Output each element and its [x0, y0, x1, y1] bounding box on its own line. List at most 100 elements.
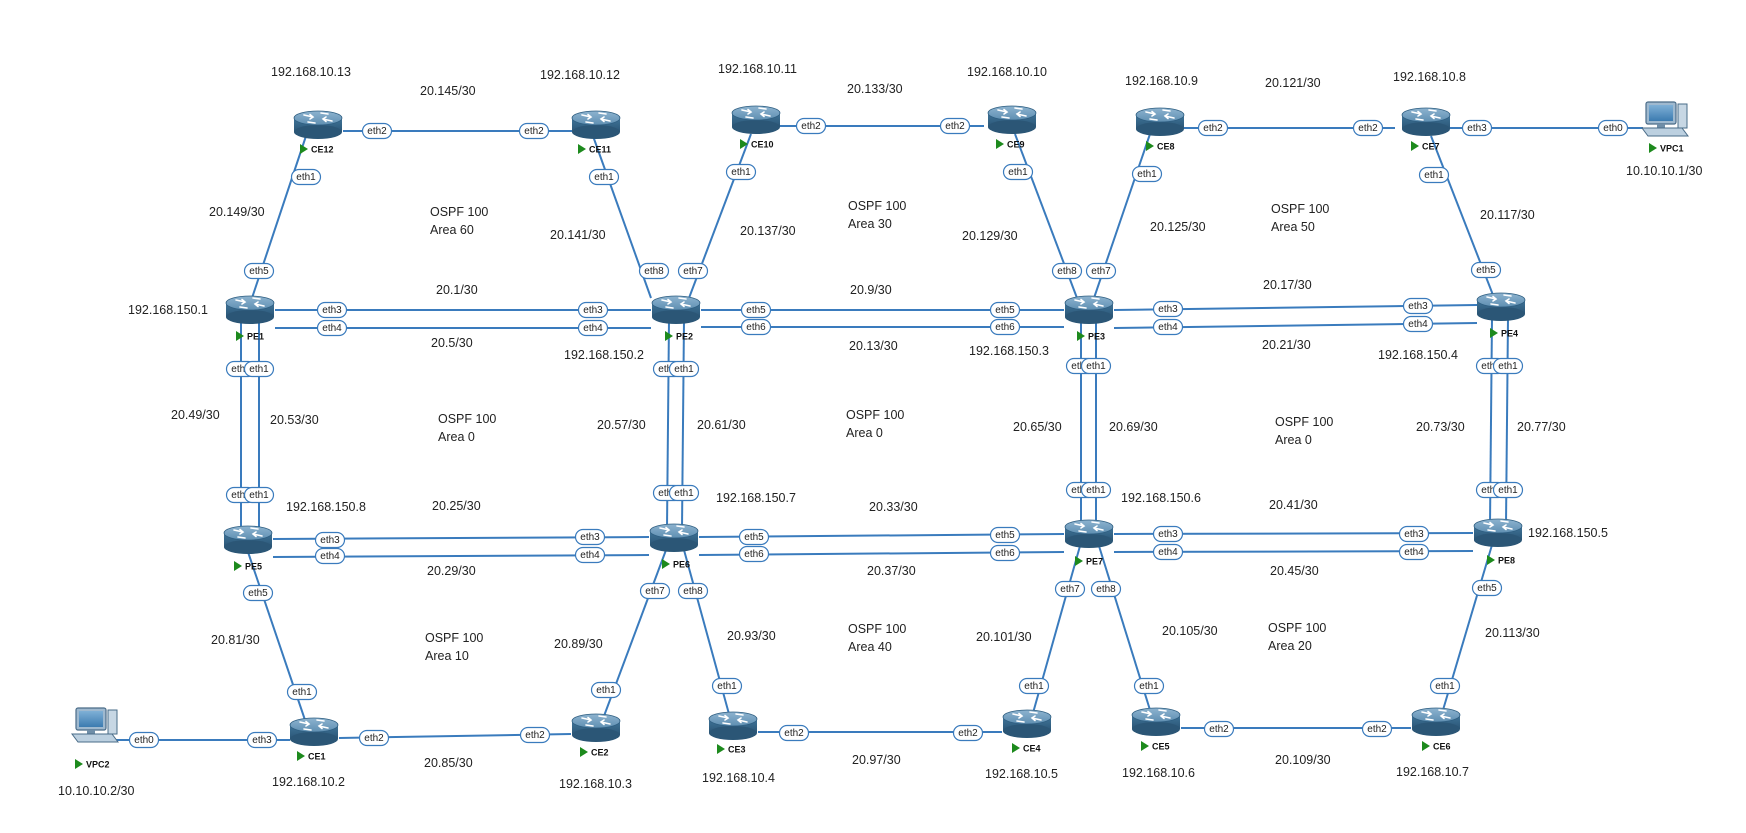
- router-icon-pe3[interactable]: [1064, 295, 1114, 324]
- subnet-label: 20.133/30: [847, 82, 903, 96]
- svg-text:eth2: eth2: [525, 730, 545, 741]
- node-name-ce3: CE3: [728, 745, 746, 755]
- svg-text:eth7: eth7: [645, 586, 665, 597]
- play-icon: [1490, 328, 1498, 338]
- router-icon-ce1[interactable]: [289, 717, 339, 746]
- svg-text:eth1: eth1: [1498, 361, 1518, 372]
- port-pe7-eth6: eth6: [989, 544, 1021, 562]
- subnet-label: 20.113/30: [1485, 626, 1540, 640]
- router-icon-ce2[interactable]: [571, 713, 621, 742]
- router-icon-pe1[interactable]: [225, 295, 275, 324]
- port-pe6-eth4: eth4: [574, 546, 606, 564]
- port-ce7-eth2: eth2: [1352, 119, 1384, 137]
- svg-text:eth3: eth3: [1408, 301, 1428, 312]
- port-pe5-eth5: eth5: [242, 584, 274, 602]
- play-icon: [1075, 556, 1083, 566]
- subnet-label: 20.125/30: [1150, 220, 1206, 234]
- router-icon-ce4[interactable]: [1002, 709, 1052, 738]
- svg-text:eth3: eth3: [580, 532, 600, 543]
- svg-text:eth0: eth0: [1603, 123, 1623, 134]
- router-icon-ce6[interactable]: [1411, 707, 1461, 736]
- subnet-label: 20.5/30: [431, 336, 473, 350]
- node-name-ce8: CE8: [1157, 142, 1175, 152]
- svg-text:eth7: eth7: [683, 266, 703, 277]
- svg-text:eth6: eth6: [995, 548, 1015, 559]
- pc-icon-vpc1[interactable]: [1641, 101, 1689, 137]
- router-icon-ce5[interactable]: [1131, 707, 1181, 736]
- play-icon: [740, 139, 748, 149]
- ospf-area-label: Area 0: [438, 430, 475, 444]
- ospf-area-label: Area 30: [848, 217, 892, 231]
- router-icon-ce11[interactable]: [571, 110, 621, 139]
- ospf-area-label: Area 40: [848, 640, 892, 654]
- node-ip-pe3: 192.168.150.3: [969, 344, 1049, 358]
- svg-text:eth2: eth2: [945, 121, 965, 132]
- svg-text:eth8: eth8: [1057, 266, 1077, 277]
- port-pe6-eth1: eth1: [668, 484, 700, 502]
- pc-icon-vpc2[interactable]: [71, 707, 119, 743]
- play-icon: [1077, 331, 1085, 341]
- router-icon-pe7[interactable]: [1064, 519, 1114, 548]
- play-icon: [1422, 741, 1430, 751]
- subnet-label: 20.121/30: [1265, 76, 1321, 90]
- router-icon-ce10[interactable]: [731, 105, 781, 134]
- subnet-label: 20.29/30: [427, 564, 476, 578]
- port-pe3-eth8: eth8: [1051, 262, 1083, 280]
- port-ce2-eth1: eth1: [590, 681, 622, 699]
- subnet-label: 20.53/30: [270, 413, 319, 427]
- subnet-label: 20.13/30: [849, 339, 898, 353]
- node-ip-ce5: 192.168.10.6: [1122, 766, 1195, 780]
- port-ce6-eth2: eth2: [1361, 720, 1393, 738]
- subnet-label: 20.69/30: [1109, 420, 1158, 434]
- router-icon-pe4[interactable]: [1476, 292, 1526, 321]
- svg-text:eth1: eth1: [1424, 170, 1444, 181]
- svg-text:eth6: eth6: [746, 322, 766, 333]
- node-ip-ce6: 192.168.10.7: [1396, 765, 1469, 779]
- svg-text:eth1: eth1: [249, 364, 269, 375]
- router-icon-pe5[interactable]: [223, 525, 273, 554]
- port-pe6-eth5: eth5: [738, 528, 770, 546]
- node-ip-ce1: 192.168.10.2: [272, 775, 345, 789]
- router-icon-ce9[interactable]: [987, 105, 1037, 134]
- router-icon-pe2[interactable]: [651, 295, 701, 324]
- play-icon: [717, 744, 725, 754]
- play-icon: [297, 751, 305, 761]
- svg-text:eth1: eth1: [249, 490, 269, 501]
- subnet-label: 20.45/30: [1270, 564, 1319, 578]
- svg-text:eth2: eth2: [1367, 724, 1387, 735]
- svg-text:eth2: eth2: [1203, 123, 1223, 134]
- ospf-area-label: Area 10: [425, 649, 469, 663]
- router-icon-ce7[interactable]: [1401, 107, 1451, 136]
- svg-text:eth4: eth4: [1158, 322, 1178, 333]
- router-icon-pe6[interactable]: [649, 523, 699, 552]
- subnet-label: 20.33/30: [869, 500, 918, 514]
- port-pe3-eth3: eth3: [1152, 300, 1184, 318]
- router-icon-ce12[interactable]: [293, 110, 343, 139]
- router-icon-ce3[interactable]: [708, 711, 758, 740]
- ospf-process-label: OSPF 100: [430, 205, 488, 219]
- node-ip-ce11: 192.168.10.12: [540, 68, 620, 82]
- node-ip-ce4: 192.168.10.5: [985, 767, 1058, 781]
- subnet-label: 20.21/30: [1262, 338, 1311, 352]
- svg-text:eth2: eth2: [1209, 724, 1229, 735]
- node-name-ce12: CE12: [311, 145, 334, 155]
- port-ce2-eth2: eth2: [519, 726, 551, 744]
- node-ip-pe4: 192.168.150.4: [1378, 348, 1458, 362]
- port-ce7-eth1: eth1: [1418, 166, 1450, 184]
- svg-text:eth1: eth1: [596, 685, 616, 696]
- subnet-label: 20.37/30: [867, 564, 916, 578]
- svg-text:eth5: eth5: [248, 588, 268, 599]
- play-icon: [75, 759, 83, 769]
- svg-text:eth1: eth1: [717, 681, 737, 692]
- subnet-label: 20.145/30: [420, 84, 476, 98]
- svg-text:eth7: eth7: [1091, 266, 1111, 277]
- router-icon-pe8[interactable]: [1473, 518, 1523, 547]
- port-pe6-eth7: eth7: [639, 582, 671, 600]
- port-ce12-eth2: eth2: [361, 122, 393, 140]
- svg-text:eth3: eth3: [1158, 529, 1178, 540]
- router-icon-ce8[interactable]: [1135, 107, 1185, 136]
- ospf-process-label: OSPF 100: [1268, 621, 1326, 635]
- port-pe5-eth1: eth1: [243, 486, 275, 504]
- svg-text:eth3: eth3: [1404, 529, 1424, 540]
- node-ip-pe8: 192.168.150.5: [1528, 526, 1608, 540]
